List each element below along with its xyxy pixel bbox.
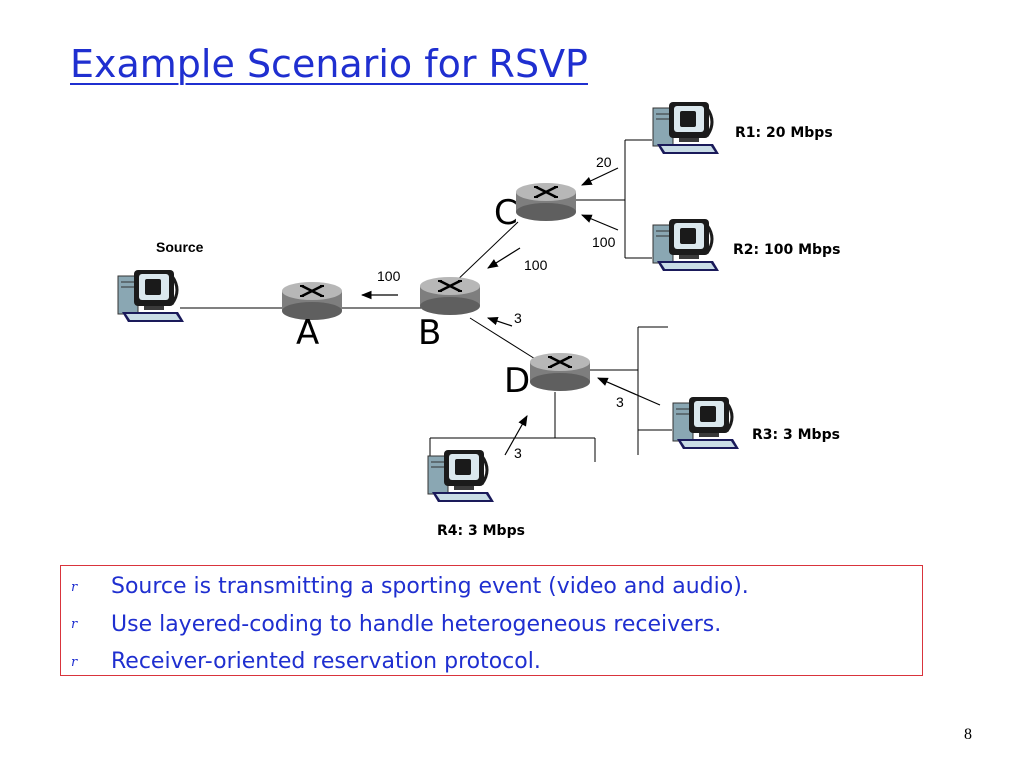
bullet-item: r Source is transmitting a sporting event… <box>71 568 922 606</box>
receiver-r3-label: R3: 3 Mbps <box>752 427 840 443</box>
bullet-marker: r <box>71 617 78 632</box>
source-label: Source <box>156 239 204 255</box>
reservation-d-b: 3 <box>514 310 522 326</box>
arrow-c-to-b <box>487 247 521 269</box>
arrow-r4-to-d <box>504 415 528 456</box>
page-number: 8 <box>964 726 972 743</box>
reservation-r3-d: 3 <box>616 394 624 410</box>
router-c-label: C <box>494 193 518 233</box>
reservation-b-a: 100 <box>377 268 401 284</box>
arrow-r3-to-d <box>597 377 661 406</box>
slide-title: Example Scenario for RSVP <box>70 42 588 86</box>
bullet-item: r Receiver-oriented reservation protocol. <box>71 643 922 681</box>
receiver-r3-computer-icon <box>671 395 741 451</box>
router-c-icon <box>516 182 576 222</box>
reservation-r4-d: 3 <box>514 445 522 461</box>
source-computer-icon <box>116 268 186 324</box>
router-b-icon <box>420 276 480 316</box>
network-diagram: A B C D Source R1: 20 Mbps R2: 100 Mbps … <box>116 100 840 539</box>
reservation-c-b: 100 <box>524 257 548 273</box>
receiver-r1-label: R1: 20 Mbps <box>735 125 833 141</box>
receiver-r2-label: R2: 100 Mbps <box>733 242 840 258</box>
arrow-d-to-b <box>486 316 513 327</box>
arrow-r1-to-c <box>581 167 619 186</box>
bullet-box: r Source is transmitting a sporting event… <box>60 565 923 676</box>
link-b-c <box>451 221 519 286</box>
router-d-icon <box>530 352 590 392</box>
bullet-text: Use layered-coding to handle heterogeneo… <box>111 611 722 637</box>
bullet-marker: r <box>71 654 78 670</box>
reservation-r1-c: 20 <box>596 154 612 170</box>
bullet-list: r Source is transmitting a sporting event… <box>71 568 922 681</box>
bullet-text: Source is transmitting a sporting event … <box>111 574 749 599</box>
receiver-r2-computer-icon <box>651 217 721 273</box>
receiver-r4-computer-icon <box>426 448 496 504</box>
link-b-d <box>469 317 541 363</box>
router-d-label: D <box>504 361 530 401</box>
router-a-label: A <box>296 313 319 353</box>
router-b-label: B <box>418 313 441 353</box>
receiver-r1-computer-icon <box>651 100 721 156</box>
receiver-r4-label: R4: 3 Mbps <box>437 523 525 539</box>
bullet-text: Receiver-oriented reservation protocol. <box>111 649 541 674</box>
bullet-marker: r <box>71 579 78 595</box>
arrow-r2-to-c <box>581 214 619 231</box>
reservation-r2-c: 100 <box>592 234 616 250</box>
bullet-item: r Use layered-coding to handle heterogene… <box>71 606 922 644</box>
